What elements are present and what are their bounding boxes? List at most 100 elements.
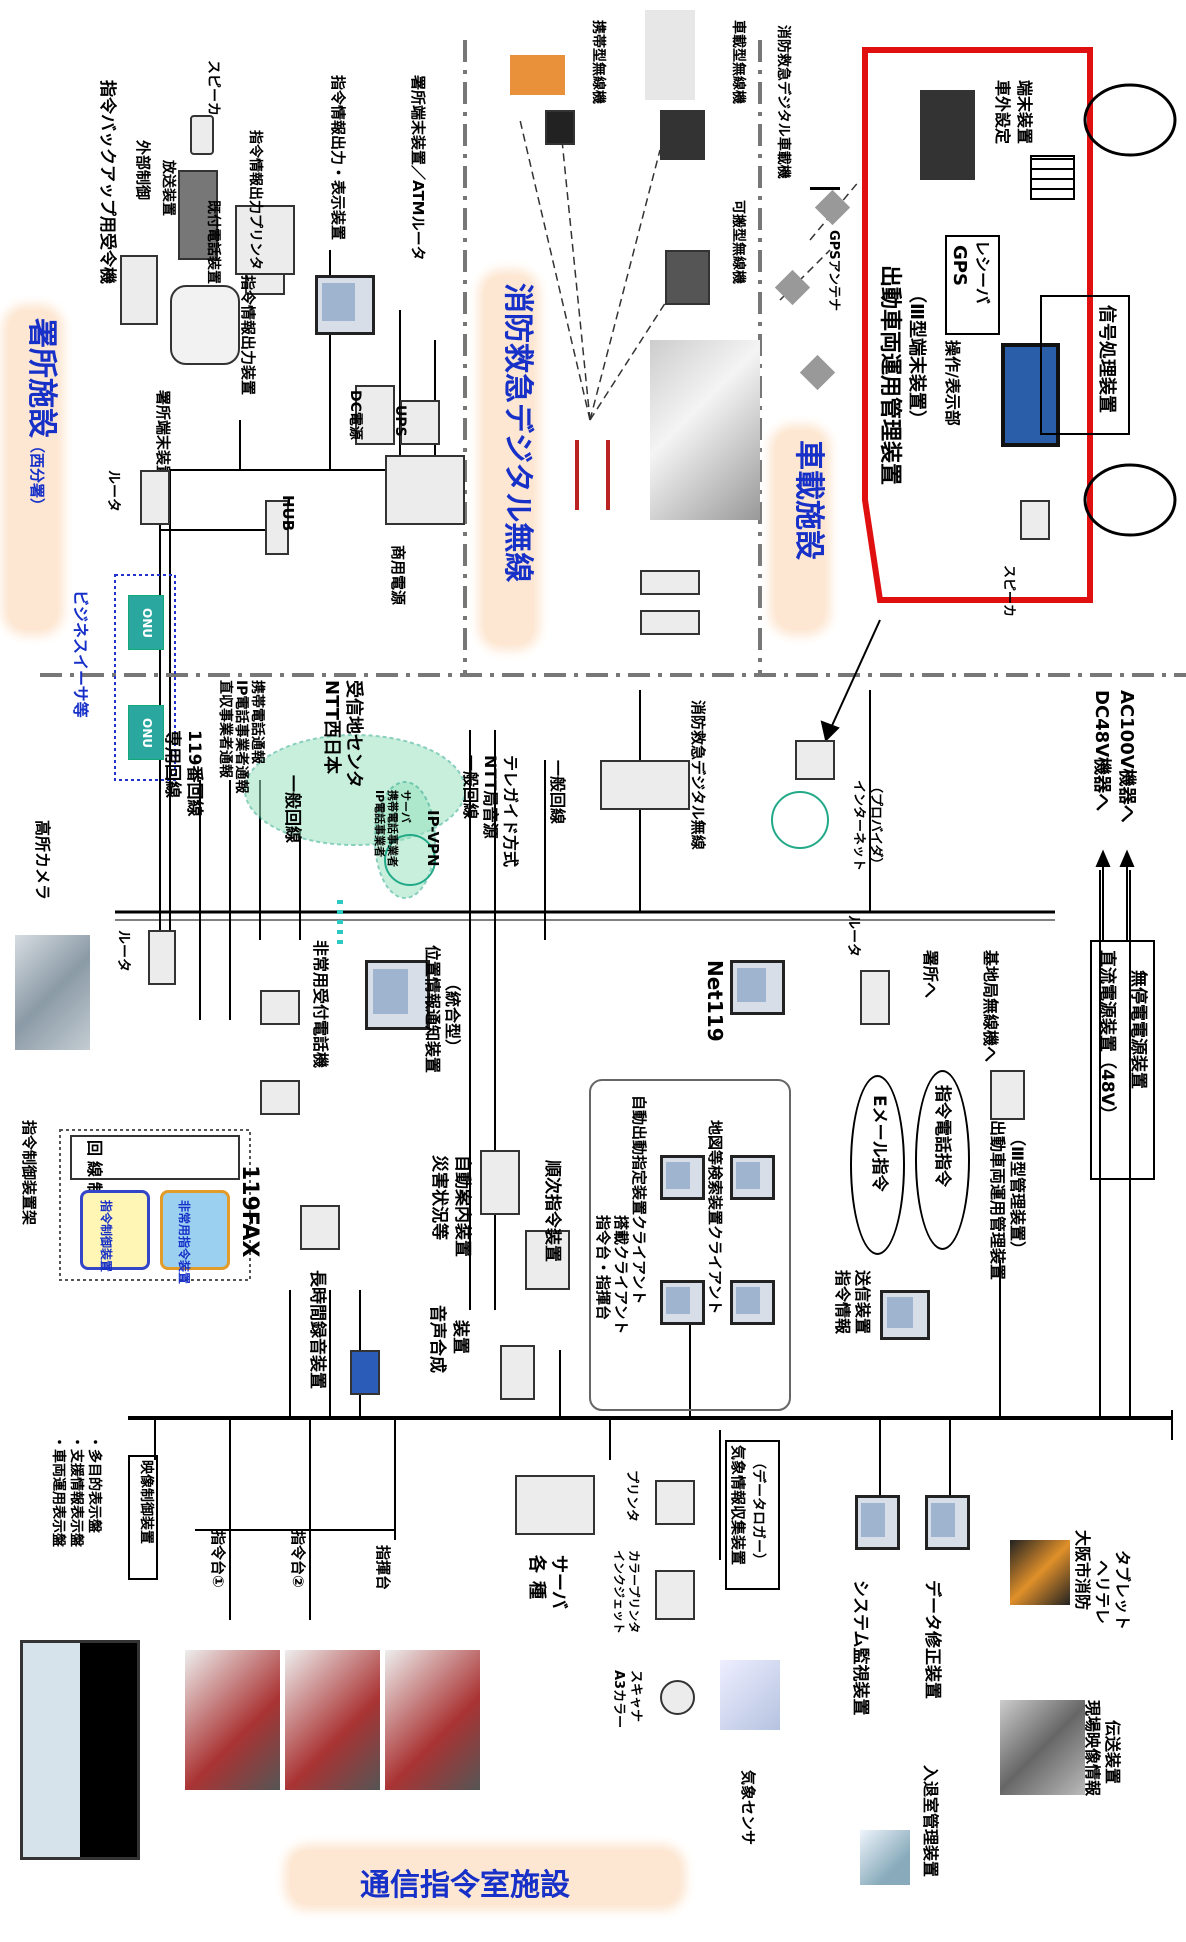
vehicle-mgmt-cmd-label: 出動車両運用管理装置 — [988, 1120, 1007, 1281]
ext-setting-label: 車外設定 — [993, 80, 1012, 145]
ups-cmd-label: 無停電電源装置 — [1128, 970, 1148, 1089]
ip-server-cloud — [374, 781, 436, 899]
console1-photo — [185, 1650, 280, 1790]
laptop-icon — [795, 740, 835, 780]
fax-label: 119FAX — [237, 1165, 262, 1258]
telegide-label: テレガイド方式 — [501, 755, 520, 868]
field-photo — [1000, 1700, 1085, 1795]
onu-1 — [128, 595, 164, 650]
weather-sensor-photo — [720, 1660, 780, 1730]
gps-receiver-label: レシーバ — [973, 240, 992, 304]
router-label: ルータ — [105, 470, 121, 512]
gps-label: GPS — [949, 245, 970, 286]
router-command-label: ルータ — [115, 930, 131, 972]
dc-power-label: DC電源 — [347, 390, 363, 440]
a3-label-2: スキャナ — [628, 1670, 643, 1723]
location-sub: （統合型） — [443, 975, 462, 1056]
line119-label: 119番回線 — [184, 730, 204, 817]
cmd-control-box — [80, 1190, 150, 1270]
dc-power-cmd-label: 直流電源装置（48V） — [1097, 950, 1117, 1123]
dc-power-box — [355, 385, 395, 445]
base-station-unit — [640, 570, 700, 595]
voice-device — [500, 1345, 535, 1400]
power-box — [1090, 940, 1155, 1180]
camera-label: 高所カメラ — [33, 820, 52, 901]
cmd-send-monitor — [880, 1290, 930, 1340]
vehicle-mgmt-label: 出動車両運用管理装置 — [877, 265, 902, 486]
router-device — [140, 470, 170, 525]
field-label-1: 現場映像情報 — [1083, 1700, 1102, 1797]
vehicle-radio-device — [660, 110, 705, 160]
vehicle-radio-label: 車載型無線機 — [730, 20, 746, 104]
sequential-label: 順次指令装置 — [542, 1160, 562, 1262]
display-1: ・車両運用表示盤 — [50, 1435, 66, 1547]
console2-label: 指令台② — [289, 1530, 307, 1588]
video-control-box — [128, 1455, 158, 1580]
console1-label: 指令台① — [209, 1530, 227, 1588]
entry-label: 入退室管理装置 — [921, 1765, 940, 1878]
ext-setting-box — [1030, 155, 1075, 200]
ntt-station-label: NTT局音源 — [481, 755, 500, 839]
radio-control-device — [600, 760, 690, 810]
to-station-label: 署所へ — [921, 950, 940, 999]
general-label: 一般回線 — [282, 775, 302, 843]
op-display-label: 操作/表示部 — [943, 340, 962, 426]
vehicle-speaker-icon — [1020, 500, 1050, 540]
speaker-icon — [190, 115, 214, 155]
vehicle-speaker-label: スピーカ — [1001, 565, 1016, 618]
signal-box — [1040, 295, 1130, 435]
internet-label: インターネット — [851, 780, 866, 872]
cmd-output-monitor — [315, 275, 375, 335]
ext-control-label: 外部制御 — [134, 140, 152, 201]
backup-receiver-label: 指令バックアップ用受令機 — [97, 80, 117, 284]
broadcast-device — [178, 170, 218, 260]
display-2: ・支援情報表示盤 — [68, 1435, 84, 1547]
cmd-control-label: 指令制御装置 — [99, 1200, 113, 1273]
client-monitor-1 — [660, 1155, 705, 1200]
cmd-printer-device — [235, 205, 295, 275]
ipvpn-label: IP-VPN — [424, 810, 442, 867]
fire-digital-label: 消防救急デジタル無線 — [689, 700, 707, 850]
general3-label: 一般回線 — [548, 760, 567, 825]
cmd-phone-label: 指令電話指令 — [932, 1085, 952, 1187]
base-station-unit-2 — [640, 610, 700, 635]
vehicle-outline — [862, 47, 1093, 603]
to-base-label: 基地局無線機へ — [981, 950, 1000, 1063]
console2-photo — [285, 1650, 380, 1790]
weather-sub: （データロガー） — [750, 1455, 766, 1567]
station-subtitle: （西分署） — [28, 438, 46, 514]
voice-label-2: 装置 — [450, 1320, 470, 1354]
dc48-label: DC48V機器へ — [1091, 690, 1112, 812]
fax-device — [300, 1205, 340, 1250]
portable-label: 携帯型無線機 — [590, 20, 606, 104]
data-fix-label: データ修正装置 — [922, 1580, 942, 1699]
command-title: 通信指令室施設 — [360, 1868, 570, 1903]
display-wall — [20, 1640, 140, 1860]
command-header: 通信指令室施設 — [290, 1850, 680, 1905]
display-3: ・多目的表示盤 — [86, 1435, 102, 1533]
client-label-2: 搭載クライアント — [612, 1215, 630, 1335]
dedicated-label: 専用回線 — [162, 730, 182, 798]
router2-device — [860, 970, 890, 1025]
emergency-phone-label: 非常用受付電話機 — [311, 940, 330, 1069]
client-monitor-4 — [730, 1280, 775, 1325]
ntt-label: NTT西日本 — [321, 680, 342, 775]
osaka-label-2: ヘリテレ — [1093, 1560, 1112, 1625]
emergency-cmd-box — [160, 1190, 230, 1270]
antenna-icon — [810, 150, 840, 190]
disaster-label-1: 災害状況等 — [429, 1155, 449, 1240]
cmd-phone-ellipse — [915, 1070, 970, 1250]
servers-label: 各種 — [526, 1555, 547, 1607]
router-command-device — [148, 930, 176, 985]
direct-label: 直収事業者通報 — [217, 680, 233, 778]
base-server — [990, 1070, 1025, 1120]
mobile-label: 携帯電話通報 — [249, 680, 265, 764]
ip-server2-label: 携帯電話事業者 — [386, 790, 399, 867]
printer-device — [655, 1480, 695, 1525]
client-monitor-3 — [730, 1155, 775, 1200]
inkjet-device — [655, 1570, 695, 1620]
net119-monitor — [730, 960, 785, 1015]
inkjet-label-2: カラープリンタ — [627, 1550, 641, 1634]
camera-photo — [15, 935, 90, 1050]
phone-device-1 — [260, 990, 300, 1025]
